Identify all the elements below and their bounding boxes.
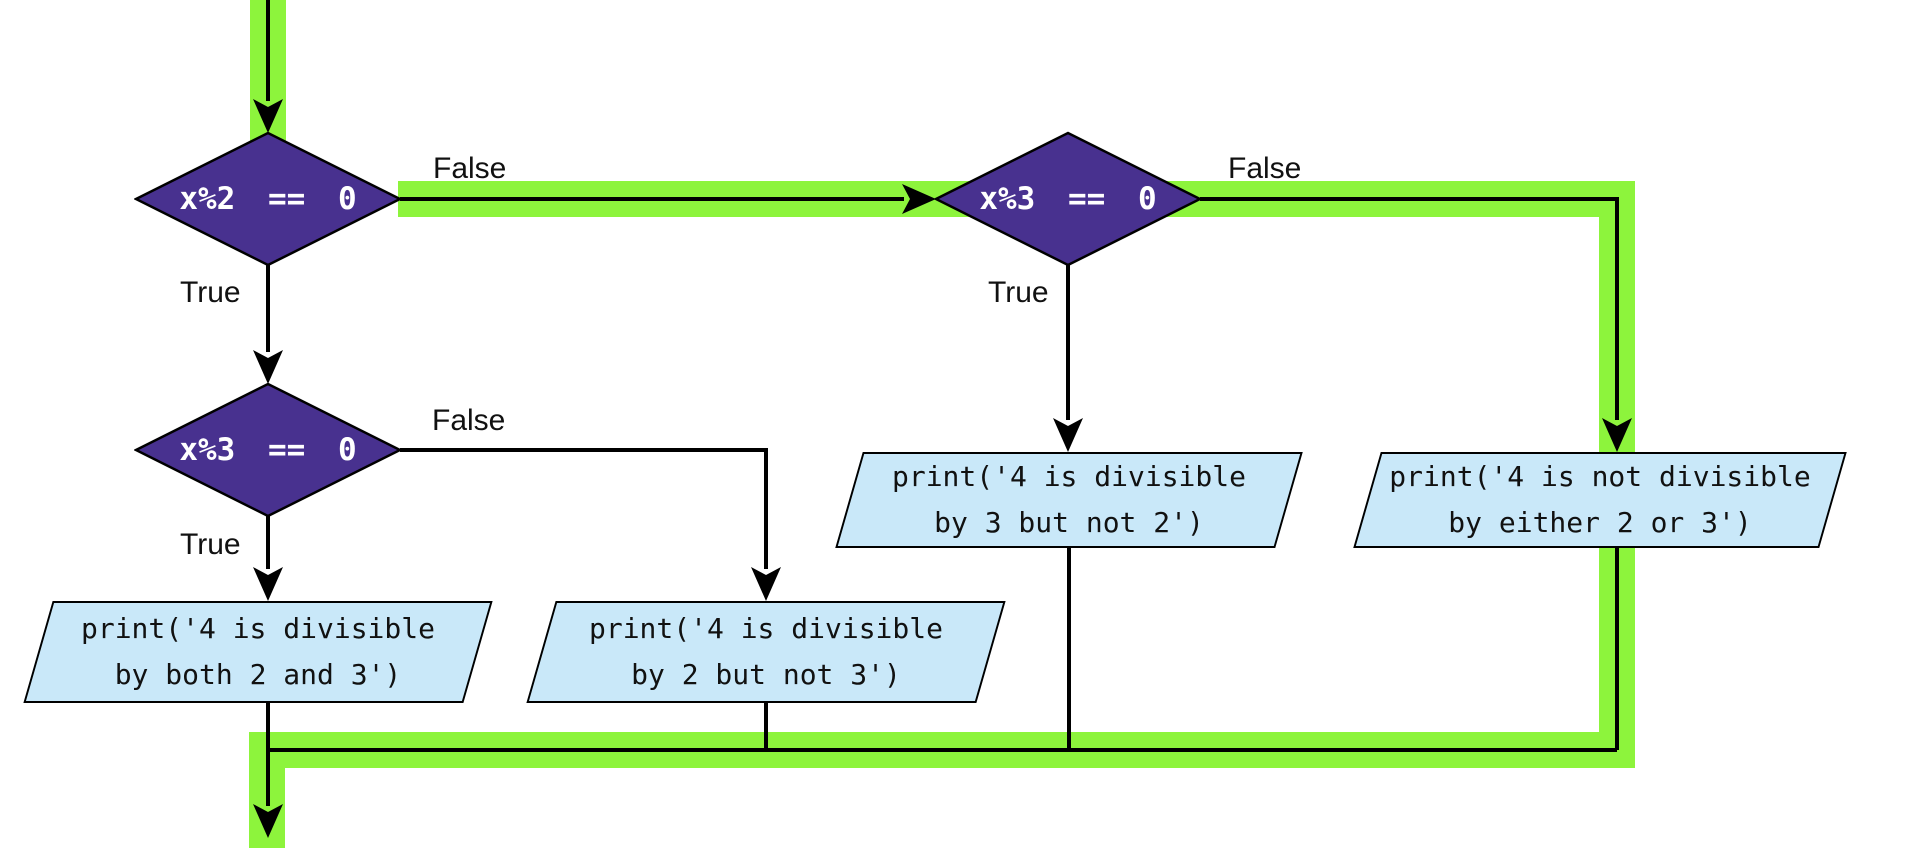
diamond-shape	[934, 131, 1202, 267]
arrowhead-d3-false	[751, 567, 781, 601]
arrowhead-d3-true	[253, 567, 283, 601]
edge-d3-false	[400, 448, 768, 569]
output-node-divisible-by-3-not-2: print('4 is divisible by 3 but not 2')	[835, 452, 1303, 548]
arrowhead-d1-true	[253, 350, 283, 384]
diamond-shape	[134, 131, 402, 267]
output-label: print('4 is not divisible by either 2 or…	[1389, 460, 1811, 539]
output-label: print('4 is divisible by 3 but not 2')	[891, 460, 1246, 539]
arrowhead-exit	[253, 804, 283, 838]
arrowhead-d1-false	[902, 184, 936, 214]
edge-label-true-d3: True	[180, 528, 241, 561]
decision-node-x-mod-2: x%2 == 0	[134, 131, 402, 267]
diamond-shape	[134, 382, 402, 518]
decision-label: x%2 == 0	[179, 181, 357, 217]
arrowhead-d2-true	[1053, 418, 1083, 452]
output-label: print('4 is divisible by 2 but not 3')	[588, 612, 943, 691]
decision-node-x-mod-3-right: x%3 == 0	[934, 131, 1202, 267]
edge-d2-false	[1200, 197, 1619, 420]
arrowhead-entry	[253, 99, 283, 133]
edge-label-false-d3: False	[432, 404, 506, 437]
decision-node-x-mod-3-left: x%3 == 0	[134, 382, 402, 518]
edge-label-true-d2: True	[988, 276, 1049, 309]
edge-label-false-d2: False	[1228, 152, 1302, 185]
edge-label-false-d1: False	[433, 152, 507, 185]
decision-label: x%3 == 0	[979, 181, 1157, 217]
output-node-divisible-by-2-not-3: print('4 is divisible by 2 but not 3')	[526, 601, 1006, 703]
output-label: print('4 is divisible by both 2 and 3')	[80, 612, 435, 691]
output-node-not-divisible: print('4 is not divisible by either 2 or…	[1353, 452, 1847, 548]
edge-label-true-d1: True	[180, 276, 241, 309]
arrowhead-d2-false	[1602, 418, 1632, 452]
output-node-divisible-by-both: print('4 is divisible by both 2 and 3')	[23, 601, 493, 703]
decision-label: x%3 == 0	[179, 432, 357, 468]
